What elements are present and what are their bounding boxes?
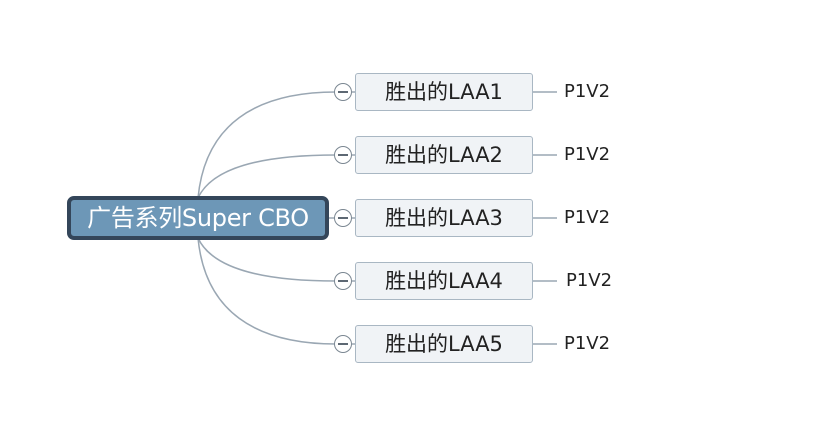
- root-to-branch-5-connector: [197, 237, 337, 345]
- leaf-topic-1[interactable]: P1V2: [564, 81, 611, 102]
- collapse-branch-1-button[interactable]: [334, 83, 352, 101]
- collapse-branch-4-button[interactable]: [334, 272, 352, 290]
- leaf-topic-5[interactable]: P1V2: [564, 333, 611, 354]
- branch-topic-2[interactable]: 胜出的LAA2: [355, 136, 533, 174]
- root-to-branch-4-connector: [197, 237, 337, 282]
- branch-topic-5[interactable]: 胜出的LAA5: [355, 325, 533, 363]
- collapse-branch-5-button[interactable]: [334, 335, 352, 353]
- collapse-branch-3-button[interactable]: [334, 209, 352, 227]
- branch-topic-1[interactable]: 胜出的LAA1: [355, 73, 533, 111]
- branch-topic-4[interactable]: 胜出的LAA4: [355, 262, 533, 300]
- collapse-branch-2-button[interactable]: [334, 146, 352, 164]
- leaf-topic-2[interactable]: P1V2: [564, 144, 611, 165]
- branch-topic-3[interactable]: 胜出的LAA3: [355, 199, 533, 237]
- leaf-topic-4[interactable]: P1V2: [566, 270, 613, 291]
- root-to-branch-2-connector: [197, 154, 337, 199]
- root-topic[interactable]: 广告系列Super CBO: [67, 196, 329, 240]
- root-to-branch-1-connector: [197, 91, 337, 199]
- leaf-topic-3[interactable]: P1V2: [564, 207, 611, 228]
